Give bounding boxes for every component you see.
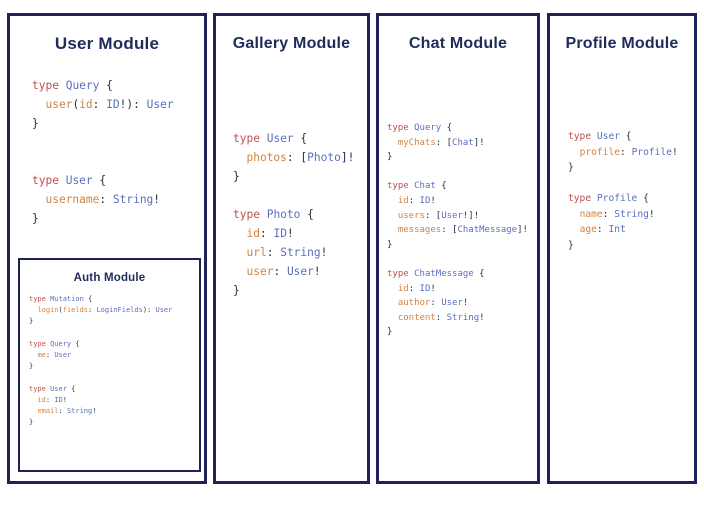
code-block-profile-module: type User { profile: Profile! } type Pro… bbox=[568, 131, 678, 251]
panel-title-gallery-module: Gallery Module bbox=[232, 35, 351, 52]
panel-gallery-module[interactable]: Gallery Module type User { photos: [Phot… bbox=[213, 13, 370, 484]
panel-title-profile-module: Profile Module bbox=[565, 35, 679, 52]
code-block-gallery-module: type User { photos: [Photo]! } type Phot… bbox=[233, 132, 355, 297]
panel-title-auth-module: Auth Module bbox=[73, 272, 146, 284]
panel-auth-module[interactable]: Auth Module type Mutation { login(fields… bbox=[18, 258, 201, 472]
panel-title-chat-module: Chat Module bbox=[408, 35, 508, 52]
panel-user-module[interactable]: User Module type Query { user(id: ID!): … bbox=[7, 13, 207, 484]
code-block-chat-module: type Query { myChats: [Chat]! } type Cha… bbox=[387, 123, 528, 338]
code-block-auth-module: type Mutation { login(fields: LoginField… bbox=[29, 295, 173, 427]
panel-chat-module[interactable]: Chat Module type Query { myChats: [Chat]… bbox=[376, 13, 540, 484]
code-block-user-module: type Query { user(id: ID!): User } type … bbox=[32, 79, 174, 225]
panel-profile-module[interactable]: Profile Module type User { profile: Prof… bbox=[547, 13, 697, 484]
panel-title-user-module: User Module bbox=[54, 34, 160, 53]
